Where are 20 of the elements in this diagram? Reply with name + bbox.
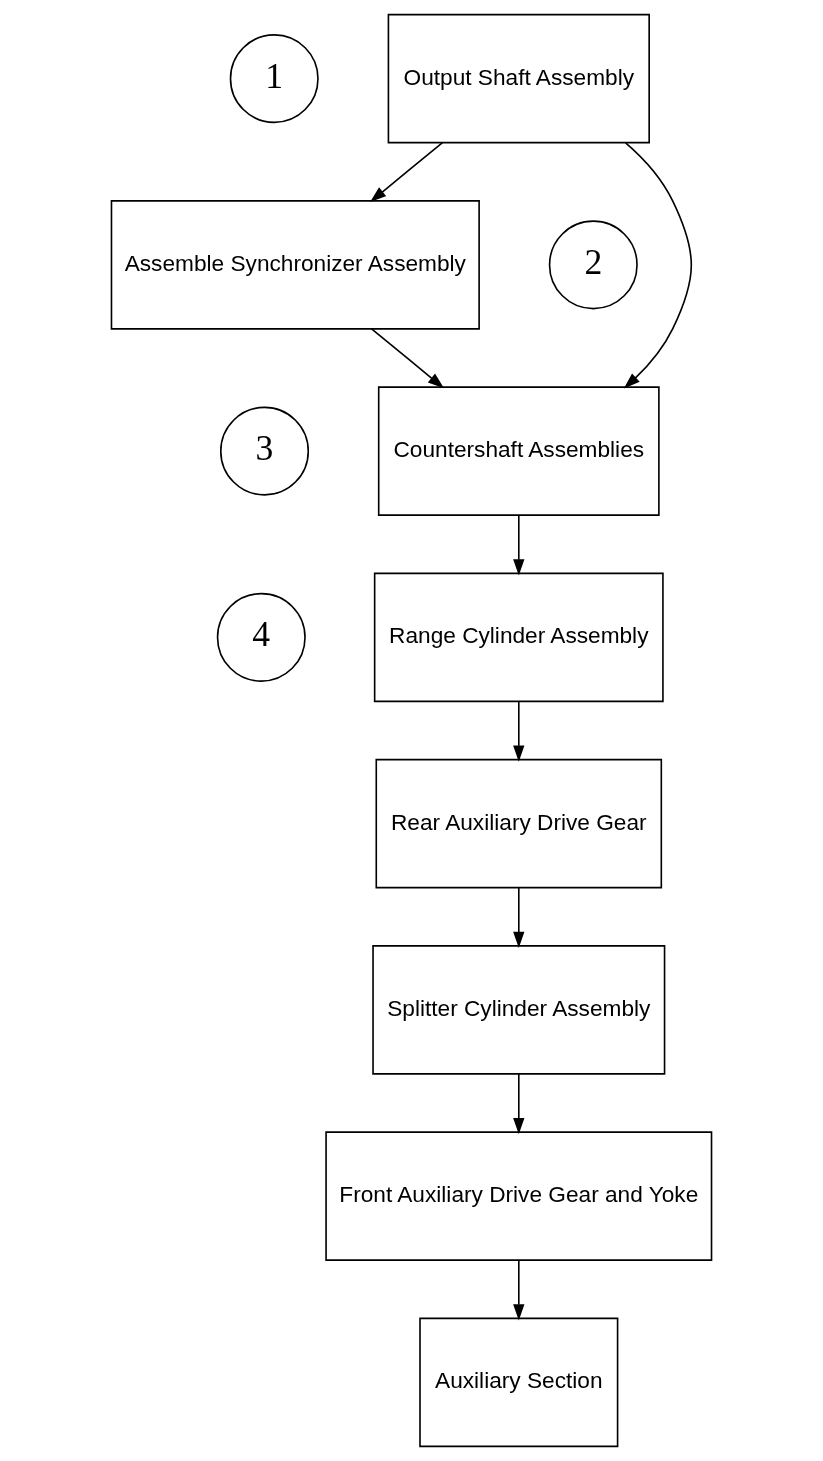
node-circle: 2 <box>548 220 638 310</box>
arrow <box>370 328 444 389</box>
arrow <box>370 141 444 202</box>
arrow <box>513 886 525 948</box>
arrow <box>513 514 525 576</box>
node-circle: 3 <box>220 406 310 496</box>
node-box: Range Cylinder Assembly <box>373 572 664 703</box>
node-box: Output Shaft Assembly <box>387 13 650 144</box>
node-box: Auxiliary Section <box>419 1317 619 1448</box>
arrow <box>513 1073 525 1135</box>
node-box: Countershaft Assemblies <box>377 386 660 516</box>
node-box: Rear Auxiliary Drive Gear <box>375 758 663 889</box>
arrow <box>513 700 525 762</box>
arrow <box>623 142 693 389</box>
node-box: Assemble Synchronizer Assembly <box>110 200 480 330</box>
node-circle: 1 <box>229 34 319 124</box>
node-circle: 4 <box>216 592 306 682</box>
node-box: Splitter Cylinder Assembly <box>372 945 666 1075</box>
arrow <box>513 1259 525 1321</box>
node-box: Front Auxiliary Drive Gear and Yoke <box>325 1131 713 1261</box>
